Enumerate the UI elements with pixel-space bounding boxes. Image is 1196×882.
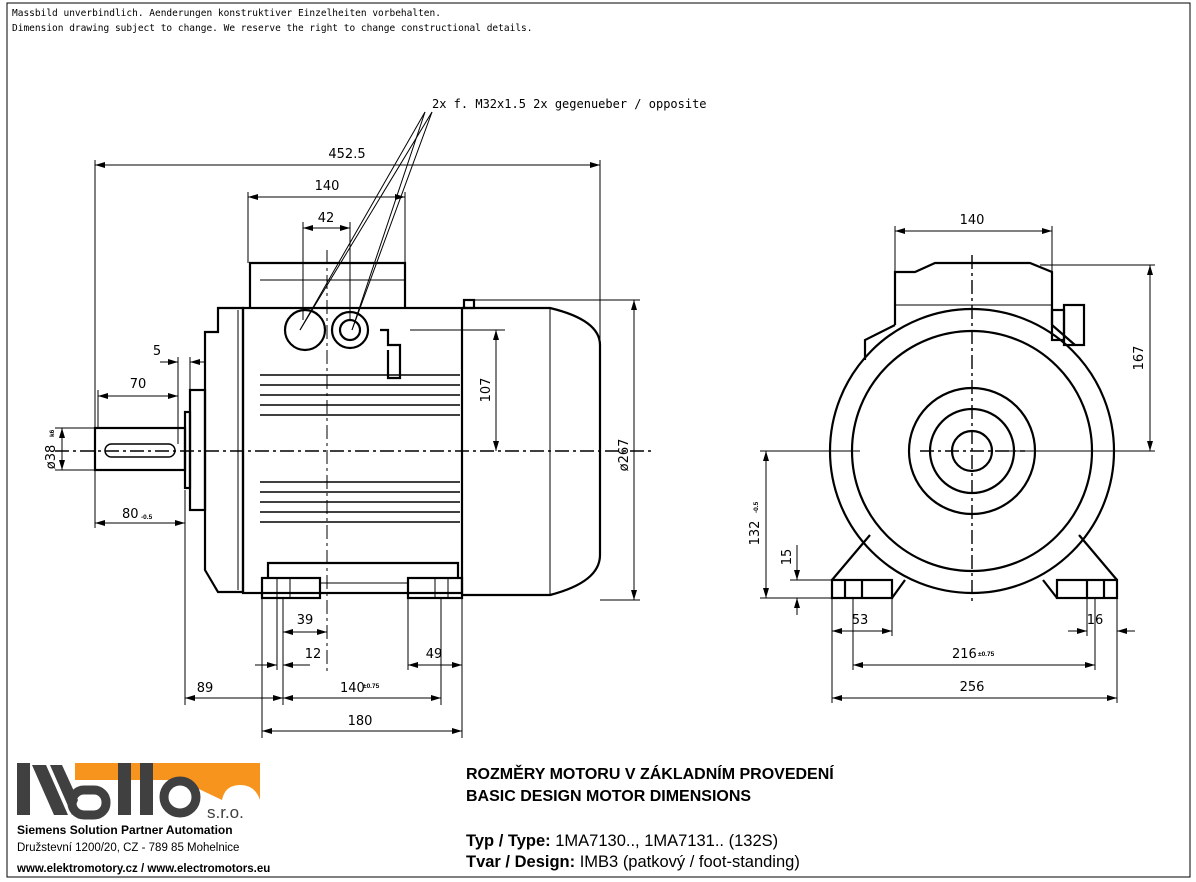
- dim-foot-length: 180: [348, 714, 373, 729]
- dim-hole-spacing: 216: [952, 647, 977, 662]
- dim-89: 89: [197, 681, 214, 696]
- dim-foot-hole-spacing-tol: ±0.75: [363, 683, 380, 690]
- design-label: Tvar / Design:: [466, 853, 575, 871]
- dim-shaft-length: 80: [122, 507, 139, 522]
- dim-box-width-front: 140: [960, 213, 985, 228]
- dim-box-height: 107: [479, 378, 494, 403]
- title-en: BASIC DESIGN MOTOR DIMENSIONS: [466, 788, 751, 805]
- company-address: Družstevní 1200/20, CZ - 789 85 Mohelnic…: [17, 842, 239, 854]
- company-websites[interactable]: www.elektromotory.cz / www.electromotors…: [16, 863, 270, 875]
- terminal-box: [248, 261, 407, 308]
- motor-housing: [241, 306, 464, 595]
- foot-front: [260, 576, 322, 600]
- dim-gland-spacing: 42: [318, 211, 335, 226]
- dim-shaft-length-tol: -0.5: [141, 514, 153, 521]
- dim-39: 39: [297, 613, 314, 628]
- cable-gland-left: [283, 308, 327, 352]
- type-label: Typ / Type:: [466, 832, 551, 850]
- title-cz: ROZMĚRY MOTORU V ZÁKLADNÍM PROVEDENÍ: [466, 764, 834, 783]
- foot-rail: [266, 561, 460, 578]
- dim-foot-height: 15: [780, 549, 795, 566]
- company-suffix: s.r.o.: [207, 803, 244, 822]
- disclaimer-en: Dimension drawing subject to change. We …: [12, 23, 532, 34]
- fan-cover: [462, 306, 602, 597]
- design-line: Tvar / Design: IMB3 (patkový / foot-stan…: [466, 853, 800, 871]
- bearing-shield: [203, 306, 245, 594]
- side-view: 2x f. M32x1.5 2x gegenueber / opposite: [44, 97, 707, 738]
- cable-gland-note: 2x f. M32x1.5 2x gegenueber / opposite: [432, 97, 707, 111]
- company-tagline: Siemens Solution Partner Automation: [17, 823, 233, 837]
- dim-hole-diameter: 16: [1087, 613, 1104, 628]
- type-value: 1MA7130.., 1MA7131.. (132S): [555, 832, 778, 850]
- type-line: Typ / Type: 1MA7130.., 1MA7131.. (132S): [466, 832, 778, 850]
- dim-overall-width: 256: [960, 680, 985, 695]
- dim-overall-length: 452.5: [328, 147, 365, 162]
- front-view: 140 167 132 -0.5 15 53 16 216 ±0.75 256: [748, 213, 1155, 703]
- dim-foot-hole-spacing: 140: [340, 681, 365, 696]
- dim-shoulder: 5: [153, 344, 161, 359]
- dim-shaft-diameter: ø38: [44, 445, 59, 470]
- disclaimer-de: Massbild unverbindlich. Aenderungen kons…: [12, 8, 441, 19]
- dim-key-length: 70: [130, 377, 147, 392]
- terminal-box-front: [893, 261, 1054, 325]
- dim-box-height-front: 167: [1132, 346, 1147, 371]
- dim-shaft-height: 132: [748, 521, 763, 546]
- shaft-key: [104, 443, 176, 458]
- company-logo: s.r.o.: [17, 763, 260, 822]
- dim-12: 12: [305, 647, 322, 662]
- dim-terminal-box-width: 140: [315, 179, 340, 194]
- design-value: IMB3 (patkový / foot-standing): [580, 853, 800, 871]
- dim-housing-diameter: ø267: [617, 439, 632, 472]
- dim-shaft-diameter-tol: k6: [49, 429, 56, 437]
- shaft: [93, 426, 187, 472]
- drawing-frame: [6, 2, 1191, 878]
- dim-49: 49: [426, 647, 443, 662]
- dim-hole-spacing-tol: ±0.75: [978, 651, 995, 658]
- dim-shaft-height-tol: -0.5: [753, 501, 760, 513]
- dim-foot-width: 53: [852, 613, 869, 628]
